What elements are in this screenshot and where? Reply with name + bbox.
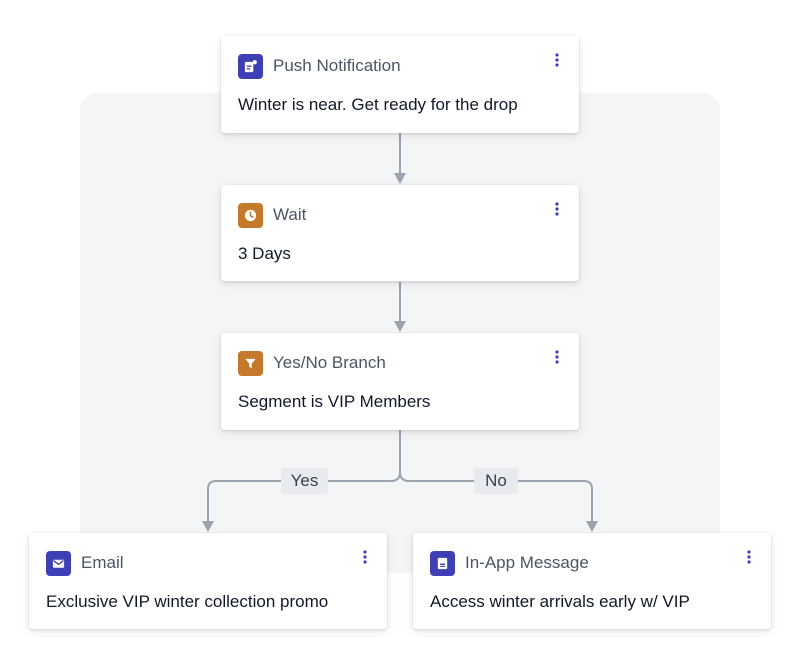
node-type-label: Email [81,553,124,572]
branch-label-no[interactable]: No [474,468,518,494]
more-options-icon[interactable] [552,198,562,220]
node-body-text: Access winter arrivals early w/ VIP [430,592,690,611]
connector-branch-no [399,471,593,521]
more-options-icon[interactable] [552,346,562,368]
push-notification-icon [238,53,263,79]
node-body-text: Segment is VIP Members [238,392,431,411]
node-in-app-message[interactable]: In-App Message Access winter arrivals ea… [413,533,771,629]
node-body-text: 3 Days [238,244,291,263]
node-email[interactable]: Email Exclusive VIP winter collection pr… [29,533,387,629]
more-options-icon[interactable] [744,546,754,568]
node-header: Wait [238,202,306,228]
node-body-text: Exclusive VIP winter collection promo [46,592,329,611]
node-header: Email [46,550,124,576]
node-type-label: Wait [273,205,307,224]
branch-label-yes[interactable]: Yes [281,468,328,494]
node-wait[interactable]: Wait 3 Days [221,185,579,281]
arrowhead-email [202,521,214,532]
node-type-label: Yes/No Branch [273,353,386,372]
node-body-text: Winter is near. Get ready for the drop [238,95,518,114]
node-yes-no-branch[interactable]: Yes/No Branch Segment is VIP Members [221,333,579,430]
in-app-message-icon [430,550,455,576]
more-options-icon[interactable] [552,49,562,71]
filter-icon [238,350,263,376]
clock-icon [238,202,263,228]
node-push-notification[interactable]: Push Notification Winter is near. Get re… [221,36,579,133]
envelope-icon [46,550,71,576]
node-header: In-App Message [430,550,589,576]
arrowhead-wait [394,173,406,184]
node-header: Yes/No Branch [238,350,386,376]
arrowhead-inapp [586,521,598,532]
node-type-label: Push Notification [273,56,401,75]
node-type-label: In-App Message [465,553,589,572]
node-header: Push Notification [238,53,401,79]
arrowhead-branch [394,321,406,332]
more-options-icon[interactable] [360,546,370,568]
